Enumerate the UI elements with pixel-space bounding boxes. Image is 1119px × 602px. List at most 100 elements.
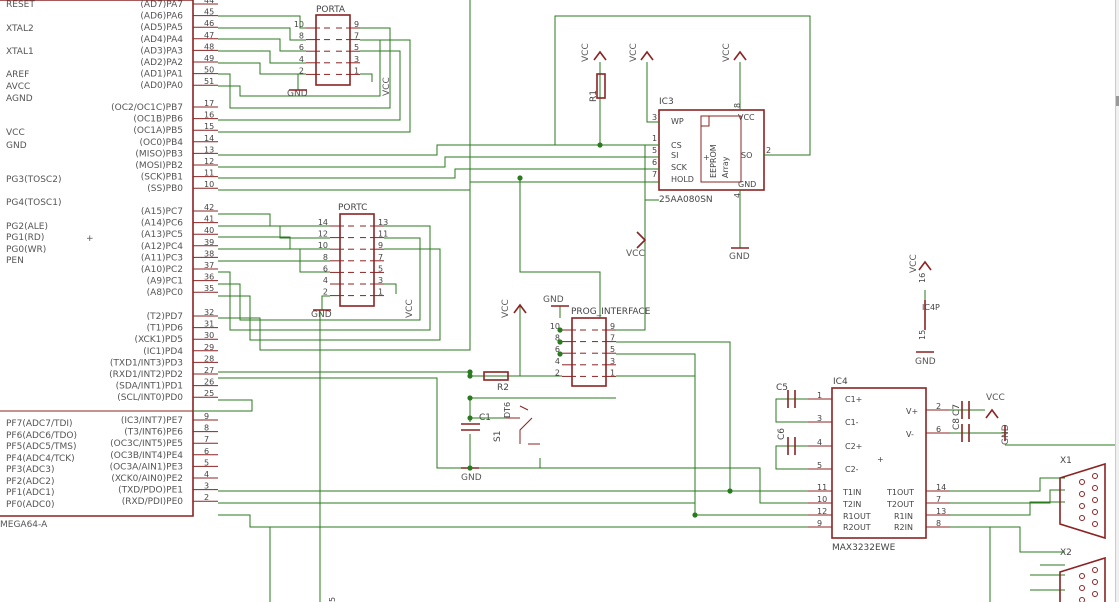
net-wire xyxy=(218,502,808,516)
net-wire xyxy=(218,248,441,341)
ic3-pin1: 1 xyxy=(652,134,657,143)
pin5-label: 5 xyxy=(328,597,337,602)
ic3-vcc: VCC xyxy=(738,113,755,122)
ic4-name: IC4 xyxy=(833,377,848,387)
ic4-pin-number: 6 xyxy=(936,425,941,434)
net-wire xyxy=(218,27,391,109)
net-wire xyxy=(950,477,1065,492)
r2-label: R2 xyxy=(497,383,509,393)
net-wire xyxy=(218,248,330,262)
ic4p-gnd-label: GND xyxy=(915,357,936,367)
mcu-pin-name: (AD0)PA0 xyxy=(140,81,183,91)
net-wire xyxy=(616,353,696,515)
ic4-pin-number: 2 xyxy=(936,402,941,411)
mcu-pin-name: (SCK)PB1 xyxy=(141,173,183,183)
porta-gnd-label: GND xyxy=(287,89,308,99)
mcu-pin-number: 45 xyxy=(204,8,214,17)
vcc-arrow xyxy=(636,231,647,249)
mcu-pin-number: 44 xyxy=(204,0,214,5)
gnd-label-1: GND xyxy=(729,252,750,262)
net-junction xyxy=(557,327,563,333)
mcu-pin-number: 8 xyxy=(204,424,209,433)
db9-pin xyxy=(1079,503,1085,509)
ic3-si: SI xyxy=(671,151,678,160)
ic3-eeprom: IC3 25AA080SN WP VCC CS SI SCK HOLD SO G… xyxy=(652,97,771,205)
mcu-pin-name: (T2)PD7 xyxy=(147,312,183,322)
mcu-pin-name: (RXD/PDI)PE0 xyxy=(122,497,184,507)
mcu-left-pin-name: PG1(RD) xyxy=(6,233,44,243)
nets xyxy=(193,0,1119,602)
vcc-arrow xyxy=(593,50,607,61)
header-pin-number: 5 xyxy=(354,43,359,52)
mcu-pin-number: 13 xyxy=(204,145,214,154)
mcu-pin-number: 11 xyxy=(204,169,214,178)
header-pin-number: 2 xyxy=(299,66,304,75)
mcu-left-pins: RESETXTAL2XTAL1AREFAVCCAGNDVCCGNDPG3(TOS… xyxy=(6,0,77,510)
mcu-pin-number: 26 xyxy=(204,378,214,387)
ic4-pin-number: 13 xyxy=(936,507,946,516)
ic3-array-text: Array xyxy=(721,156,730,178)
mcu-left-pin-name: PF3(ADC3) xyxy=(6,465,54,475)
ic3-pin3: 3 xyxy=(652,113,657,122)
header-pin-number: 7 xyxy=(610,334,615,343)
mcu-pin-name: (IC1)PD4 xyxy=(143,347,183,357)
mcu-pin-number: 47 xyxy=(204,31,214,40)
net-wire xyxy=(218,50,401,121)
c8-label: C8 xyxy=(952,418,962,430)
mcu-pin-name: (A9)PC1 xyxy=(147,277,183,287)
ic4-pin-number: 5 xyxy=(817,461,822,470)
mcu-pin-name: (MOSI)PB2 xyxy=(135,161,183,171)
ic4-t1in: T1IN xyxy=(842,488,861,497)
mcu-left-pin-name: VCC xyxy=(6,128,25,138)
mcu-pin-number: 38 xyxy=(204,249,214,258)
vcc-arrow xyxy=(985,408,999,419)
header-pin-number: 8 xyxy=(555,334,560,343)
scrollbar-thumb[interactable] xyxy=(1116,96,1119,106)
db9-pin xyxy=(1092,485,1098,491)
vcc-label-5: VCC xyxy=(501,299,511,318)
db9-pin xyxy=(1092,497,1098,503)
mcu-pin-name: (AD2)PA2 xyxy=(140,58,183,68)
mcu-left-pin-name: PF2(ADC2) xyxy=(6,477,54,487)
mcu-left-pin-name: GND xyxy=(6,141,27,151)
vcc-arrow xyxy=(640,50,654,61)
db9-shell xyxy=(1059,462,1106,540)
mcu-pin-number: 31 xyxy=(204,320,214,329)
mcu-pin-name: (XCK1)PD5 xyxy=(134,335,183,345)
vcc-label-6: VCC xyxy=(986,393,1005,403)
net-wire xyxy=(218,50,306,64)
ic4-pin-number: 1 xyxy=(817,391,822,400)
mcu-pin-number: 46 xyxy=(204,19,214,28)
mcu-pin-number: 51 xyxy=(204,77,214,86)
db9-pin xyxy=(1079,515,1085,521)
ic4-vm: V- xyxy=(906,430,914,439)
mcu-left-pin-name: PF4(ADC4/TCK) xyxy=(6,454,75,464)
mcu-pin-name: (A14)PC6 xyxy=(141,219,183,229)
vcc-label-1: VCC xyxy=(581,43,591,62)
mcu-left-pin-name: PG2(ALE) xyxy=(6,222,48,232)
header-pin-number: 6 xyxy=(299,43,304,52)
db9-pin xyxy=(1092,509,1098,515)
net-wire xyxy=(519,178,601,318)
mcu-pin-number: 3 xyxy=(204,482,209,491)
mcu-left-pin-name: PEN xyxy=(6,256,24,266)
scrollbar[interactable] xyxy=(1115,0,1119,602)
net-wire xyxy=(775,398,808,423)
mcu-pin-number: 27 xyxy=(204,366,214,375)
net-junction xyxy=(557,351,563,357)
mcu-pin-name: (OC1B)PB6 xyxy=(133,115,183,125)
header-pin-number: 7 xyxy=(378,253,383,262)
mcu-pin-number: 41 xyxy=(204,215,214,224)
header-pin-number: 9 xyxy=(610,322,615,331)
net-wire xyxy=(384,283,397,294)
mcu-left-pin-name: RESET xyxy=(6,0,35,10)
vcc-label-4: VCC xyxy=(626,249,645,259)
ic3-eeprom-text: EEPROM xyxy=(709,144,718,178)
net-wire xyxy=(218,237,421,321)
net-junction xyxy=(467,415,473,421)
net-junction xyxy=(467,373,473,379)
net-wire xyxy=(218,213,330,227)
